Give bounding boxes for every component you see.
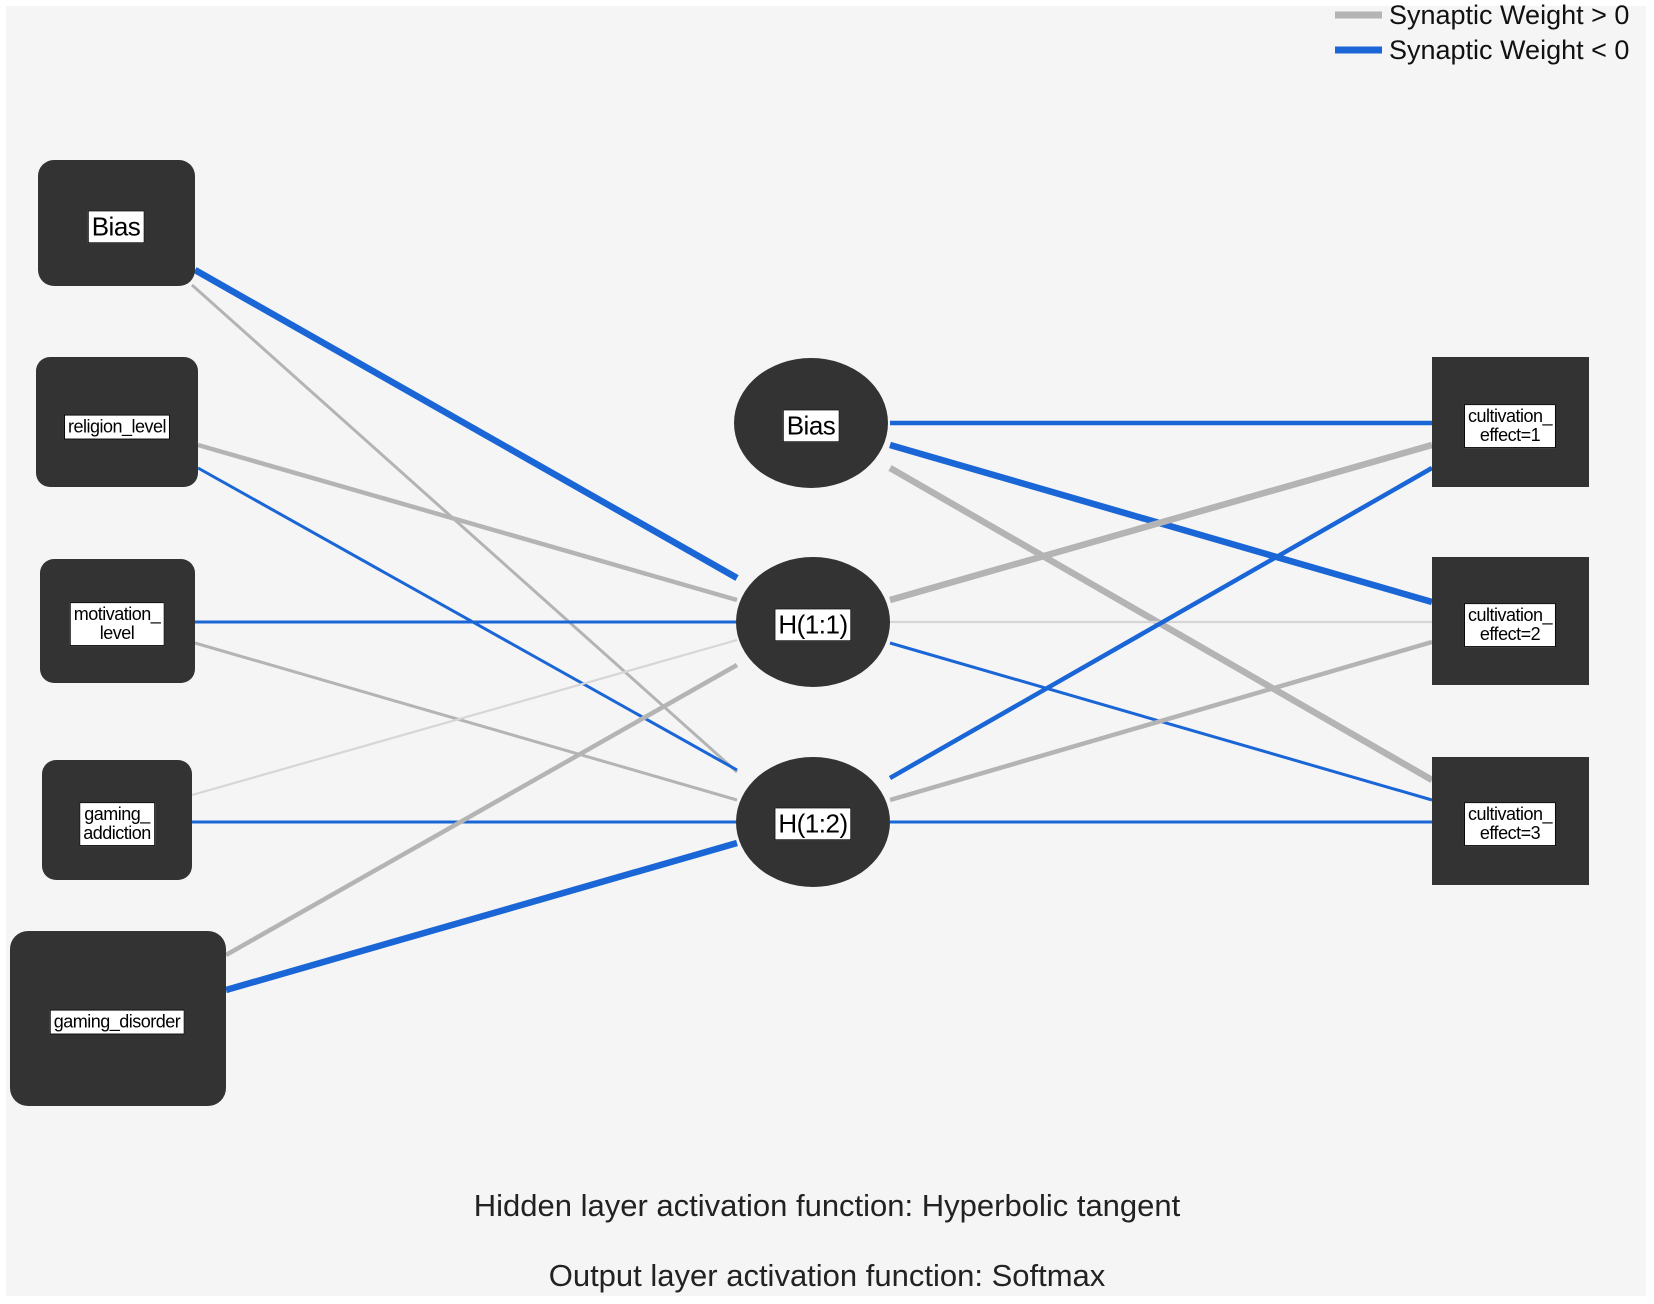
connection-h12-to-out2 bbox=[889, 639, 1433, 803]
label-out2: cultivation_ effect=2 bbox=[1463, 603, 1557, 647]
connection-gaming-disorder-to-h12 bbox=[225, 839, 738, 994]
label-religion-level: religion_level bbox=[63, 414, 171, 440]
label-h12: H(1:2) bbox=[774, 807, 852, 841]
connection-input-bias-to-h11 bbox=[193, 267, 739, 581]
connection-gaming-disorder-to-h11 bbox=[224, 663, 739, 957]
hidden-activation-caption: Hidden layer activation function: Hyperb… bbox=[473, 1188, 1181, 1223]
output-activation-caption: Output layer activation function: Softma… bbox=[548, 1258, 1106, 1293]
connection-gaming-addiction-to-h11 bbox=[191, 638, 738, 797]
label-h11: H(1:1) bbox=[774, 608, 852, 642]
connection-input-bias-to-h12 bbox=[191, 283, 738, 774]
connection-religion-level-to-h11 bbox=[197, 442, 738, 603]
label-gaming-addiction: gaming_ addiction bbox=[79, 802, 155, 846]
connection-religion-level-to-h12 bbox=[197, 466, 738, 772]
label-gaming-disorder: gaming_disorder bbox=[49, 1009, 185, 1035]
legend-negative-label: Synaptic Weight < 0 bbox=[1389, 35, 1630, 65]
legend-positive-label: Synaptic Weight > 0 bbox=[1389, 0, 1630, 30]
connections-layer bbox=[191, 267, 1434, 994]
label-input-bias: Bias bbox=[87, 210, 145, 244]
label-out3: cultivation_ effect=3 bbox=[1463, 802, 1557, 846]
label-out1: cultivation_ effect=1 bbox=[1463, 404, 1557, 448]
label-hidden-bias: Bias bbox=[782, 409, 840, 443]
connection-h12-to-out1 bbox=[888, 466, 1434, 780]
connection-h11-to-out1 bbox=[889, 441, 1433, 604]
connection-motivation-level-to-h12 bbox=[194, 641, 738, 802]
label-motivation-level: motivation_ level bbox=[69, 602, 165, 646]
